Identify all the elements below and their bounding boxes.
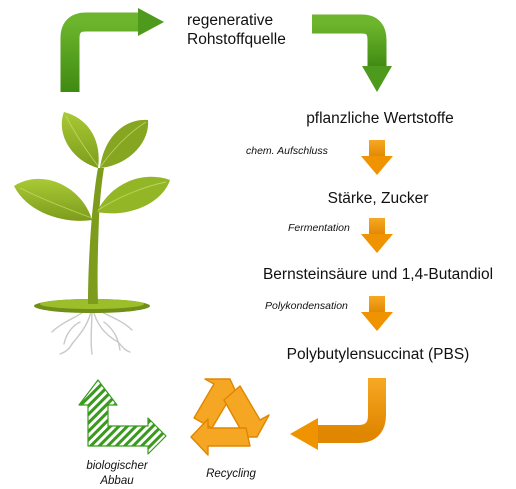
orange-arrow-step-2	[361, 218, 393, 253]
orange-arrow-step-3	[361, 296, 393, 331]
process-fermentation: Fermentation	[288, 222, 350, 234]
product-bernsteinsaeure: Bernsteinsäure und 1,4-Butandiol	[262, 266, 494, 283]
source-label: regenerative Rohstoffquelle	[187, 11, 286, 49]
process-polykondensation: Polykondensation	[265, 300, 348, 312]
biodegradation-arrow-icon	[78, 379, 167, 455]
green-arrow-up	[60, 8, 164, 92]
plant-icon	[14, 112, 170, 355]
recycling-icon	[190, 378, 270, 456]
biodegradation-line-2: Abbau	[100, 475, 134, 487]
product-pflanzliche-wertstoffe: pflanzliche Wertstoffe	[306, 110, 454, 127]
product-pbs: Polybutylensuccinat (PBS)	[286, 346, 470, 363]
process-chem-aufschluss: chem. Aufschluss	[246, 145, 328, 157]
orange-arrow-step-1	[361, 140, 393, 175]
product-staerke-zucker: Stärke, Zucker	[327, 190, 429, 207]
source-line-1: regenerative	[187, 12, 274, 29]
green-arrow-down	[312, 14, 392, 92]
recycling-label: Recycling	[206, 468, 256, 480]
biodegradation-label: biologischer Abbau	[86, 459, 147, 489]
orange-arrow-return	[290, 378, 386, 450]
source-line-2: Rohstoffquelle	[187, 31, 286, 48]
biodegradation-line-1: biologischer	[86, 460, 148, 472]
